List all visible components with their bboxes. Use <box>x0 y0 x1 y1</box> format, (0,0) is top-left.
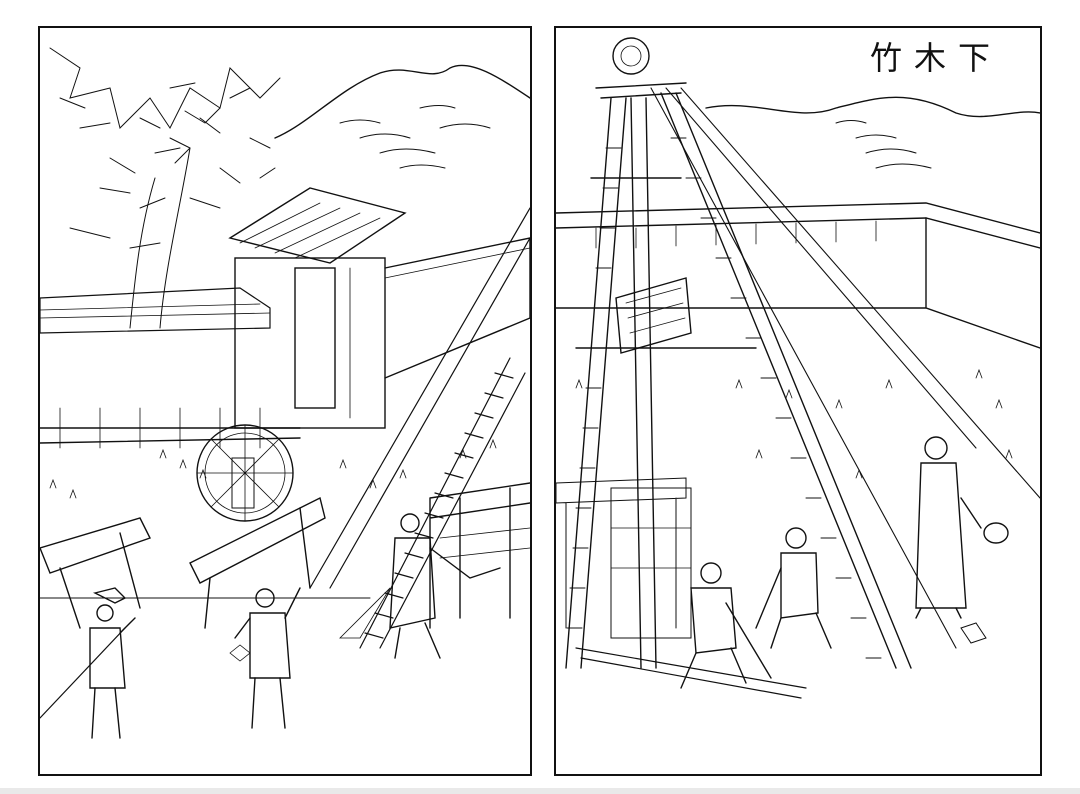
workbench <box>556 477 687 629</box>
right-illustration-panel: 竹木下 <box>554 26 1042 776</box>
left-scene <box>40 47 530 739</box>
mountain-ridge-lines <box>835 120 932 169</box>
drilling-derrick <box>565 37 912 669</box>
grass-tufts <box>49 438 497 499</box>
wooden-frame <box>429 482 530 629</box>
mountain-range <box>705 96 1040 118</box>
mountain-ridge-lines <box>339 105 491 169</box>
worker-figure-crouching <box>680 562 772 689</box>
official-figure-standing <box>915 436 1009 619</box>
worker-figure-pushing <box>755 527 832 649</box>
drill-weight <box>615 277 692 354</box>
hoisting-rope <box>309 207 530 589</box>
bamboo-tree <box>49 47 281 329</box>
bamboo-ladder <box>359 357 526 649</box>
right-scene <box>556 37 1040 699</box>
mountain-range <box>274 64 530 139</box>
gatehouse <box>228 187 407 429</box>
grass-tufts <box>575 368 1013 479</box>
guy-rope <box>650 87 1040 649</box>
worker-figure-center <box>229 587 301 729</box>
fence-rail <box>40 427 301 444</box>
trestle-bench <box>40 496 326 629</box>
lever-beam <box>575 647 807 699</box>
bottom-edge <box>0 788 1080 794</box>
compound-wall <box>384 237 530 379</box>
stone-block <box>960 622 987 644</box>
thatched-wall-roof <box>40 287 271 334</box>
worker-figure-pulling <box>339 513 501 659</box>
pulley-wheel <box>612 37 650 75</box>
left-illustration-panel <box>38 26 532 776</box>
panel-caption: 竹木下 <box>869 39 1002 77</box>
worker-figure-left <box>40 587 136 739</box>
water-wheel <box>196 424 294 522</box>
